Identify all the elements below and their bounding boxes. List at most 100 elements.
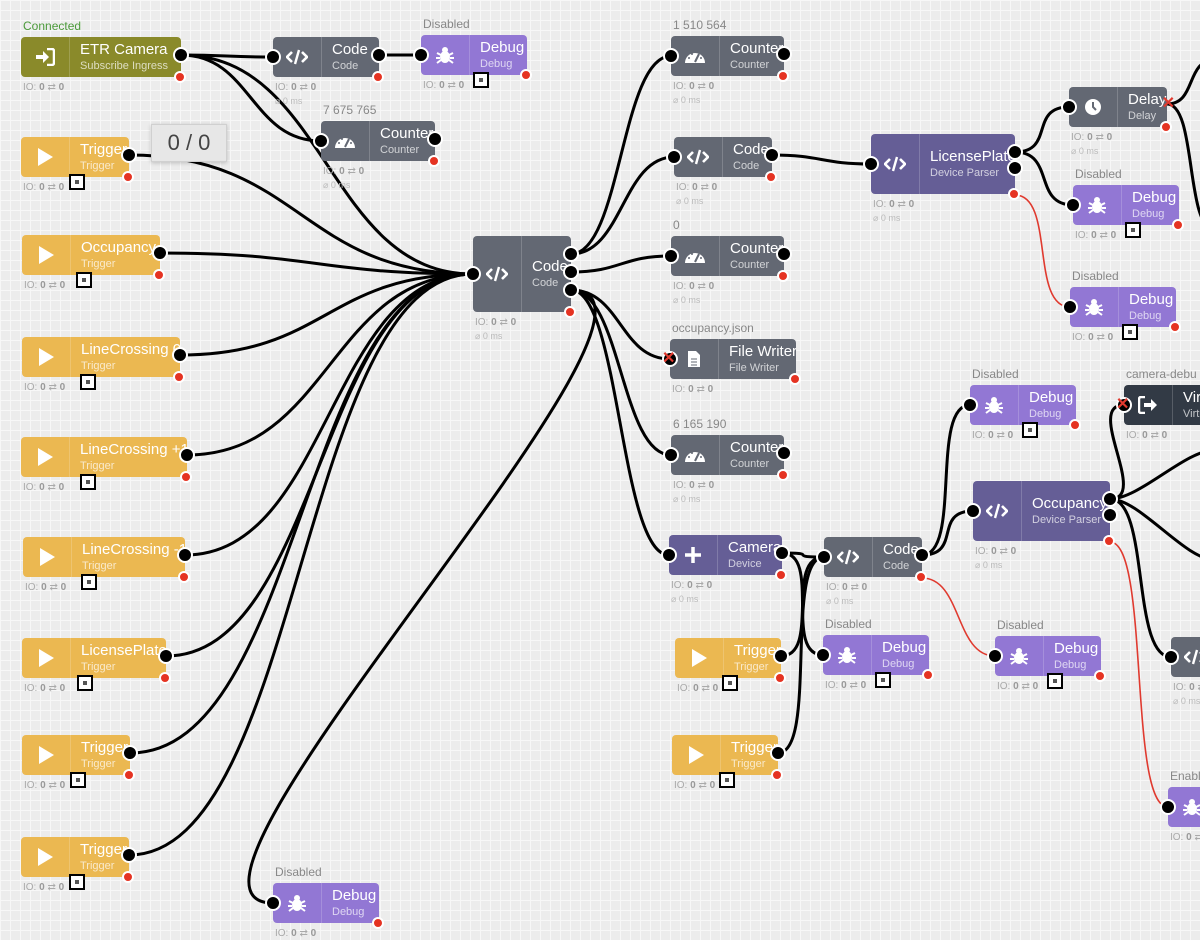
input-port[interactable] xyxy=(815,647,831,663)
error-wire[interactable] xyxy=(1014,194,1071,308)
error-port[interactable] xyxy=(777,70,789,82)
enable-toggle[interactable] xyxy=(722,675,739,691)
enable-toggle[interactable] xyxy=(76,675,93,691)
node-body[interactable] xyxy=(1160,787,1200,827)
node-code-right[interactable]: IO: 0 ⇄ 0⌀ 0 ms xyxy=(1163,637,1200,707)
wire[interactable] xyxy=(129,272,474,755)
input-port[interactable] xyxy=(661,547,677,563)
error-port[interactable] xyxy=(1169,321,1181,333)
wire[interactable] xyxy=(570,254,672,274)
output-port[interactable] xyxy=(1102,507,1118,523)
input-port[interactable] xyxy=(265,895,281,911)
wire[interactable] xyxy=(921,403,971,557)
enable-toggle[interactable] xyxy=(875,672,891,688)
node-virtual-out[interactable]: camera-debuVirtuVirtua✕IO: 0 ⇄ 0 xyxy=(1116,367,1200,442)
error-port[interactable] xyxy=(174,71,186,83)
wire[interactable] xyxy=(570,288,672,457)
disconnected-icon[interactable]: ✕ xyxy=(1116,396,1130,413)
node-body[interactable]: VirtuVirtua✕ xyxy=(1116,385,1200,425)
enable-toggle[interactable] xyxy=(79,374,96,390)
input-port[interactable] xyxy=(663,447,679,463)
error-port[interactable] xyxy=(372,917,384,929)
wire[interactable] xyxy=(159,251,474,276)
wire[interactable] xyxy=(184,272,474,557)
input-port[interactable] xyxy=(1065,197,1081,213)
wire[interactable] xyxy=(771,153,872,166)
output-port[interactable] xyxy=(776,246,792,262)
output-port[interactable] xyxy=(158,648,174,664)
error-wire[interactable] xyxy=(921,577,996,657)
input-port[interactable] xyxy=(987,648,1003,664)
wire[interactable] xyxy=(921,509,974,557)
enable-toggle[interactable] xyxy=(719,772,736,788)
wire[interactable] xyxy=(186,272,474,457)
output-port[interactable] xyxy=(770,745,786,761)
error-port[interactable] xyxy=(771,769,783,781)
error-port[interactable] xyxy=(777,469,789,481)
input-port[interactable] xyxy=(663,48,679,64)
input-port[interactable] xyxy=(265,49,281,65)
output-port[interactable] xyxy=(914,547,930,563)
wire[interactable] xyxy=(1109,450,1200,501)
wire[interactable] xyxy=(180,53,274,59)
wire[interactable] xyxy=(570,54,672,256)
output-port[interactable] xyxy=(173,47,189,63)
input-port[interactable] xyxy=(1061,99,1077,115)
error-port[interactable] xyxy=(159,672,171,684)
error-port[interactable] xyxy=(178,571,190,583)
output-port[interactable] xyxy=(774,545,790,561)
error-port[interactable] xyxy=(774,672,786,684)
input-port[interactable] xyxy=(1062,299,1078,315)
error-port[interactable] xyxy=(1094,670,1106,682)
input-port[interactable] xyxy=(965,503,981,519)
input-port[interactable] xyxy=(663,248,679,264)
error-port[interactable] xyxy=(564,306,576,318)
error-port[interactable] xyxy=(1172,219,1184,231)
enable-toggle[interactable] xyxy=(80,474,97,490)
wire[interactable] xyxy=(1014,150,1074,207)
wire[interactable] xyxy=(570,155,675,256)
output-port[interactable] xyxy=(121,147,137,163)
output-port[interactable] xyxy=(776,445,792,461)
input-port[interactable] xyxy=(465,266,481,282)
error-port[interactable] xyxy=(153,269,165,281)
error-port[interactable] xyxy=(122,171,134,183)
input-port[interactable] xyxy=(666,149,682,165)
output-port[interactable] xyxy=(563,246,579,262)
output-port[interactable] xyxy=(764,147,780,163)
error-port[interactable] xyxy=(777,270,789,282)
enable-toggle[interactable] xyxy=(81,574,98,590)
